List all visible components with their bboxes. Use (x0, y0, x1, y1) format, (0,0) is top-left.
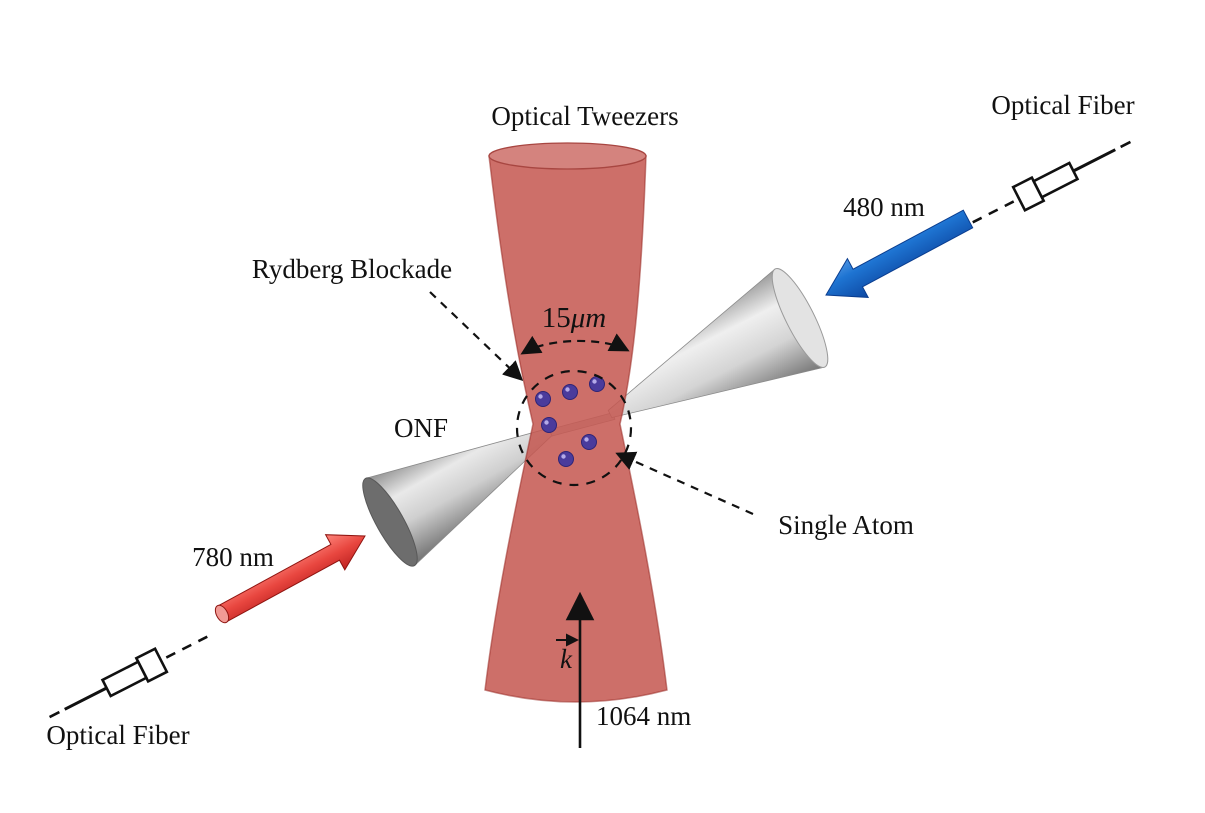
atom (581, 434, 597, 450)
single-atom-label: Single Atom (778, 510, 914, 540)
optical-tweezers-label: Optical Tweezers (491, 101, 678, 131)
k-vector-label: k (560, 644, 573, 674)
rydberg-blockade-label: Rydberg Blockade (252, 254, 452, 284)
optical-fiber-label-bottom: Optical Fiber (46, 720, 189, 750)
atom (535, 391, 551, 407)
onf-label: ONF (394, 413, 448, 443)
probe-arrow-780 (214, 534, 366, 624)
atom (562, 384, 578, 400)
fiber-connector-icon-top (965, 126, 1143, 236)
onf-right-endcap (771, 268, 829, 368)
atom (558, 451, 574, 467)
onf-left-endface (362, 477, 418, 567)
fiber-connector-icon-bottom (37, 623, 215, 733)
wavelength-780-label: 780 nm (192, 542, 274, 572)
optical-nanofiber (362, 268, 829, 567)
atom-highlights (538, 379, 597, 459)
tweezer-beam-top-face (488, 142, 647, 170)
rydberg-blockade-circle (515, 369, 633, 487)
atom (541, 417, 557, 433)
optical-fiber-label-top: Optical Fiber (991, 90, 1134, 120)
single-atom-pointer-arrow (615, 451, 754, 516)
rydberg-pointer-arrow (429, 291, 524, 382)
tweezer-beam (484, 155, 668, 703)
excitation-arrow-480 (825, 209, 974, 298)
wavelength-480-label: 480 nm (843, 192, 925, 222)
wavelength-1064-label: 1064 nm (596, 701, 691, 731)
waist-size-label: 15μm (542, 302, 607, 334)
